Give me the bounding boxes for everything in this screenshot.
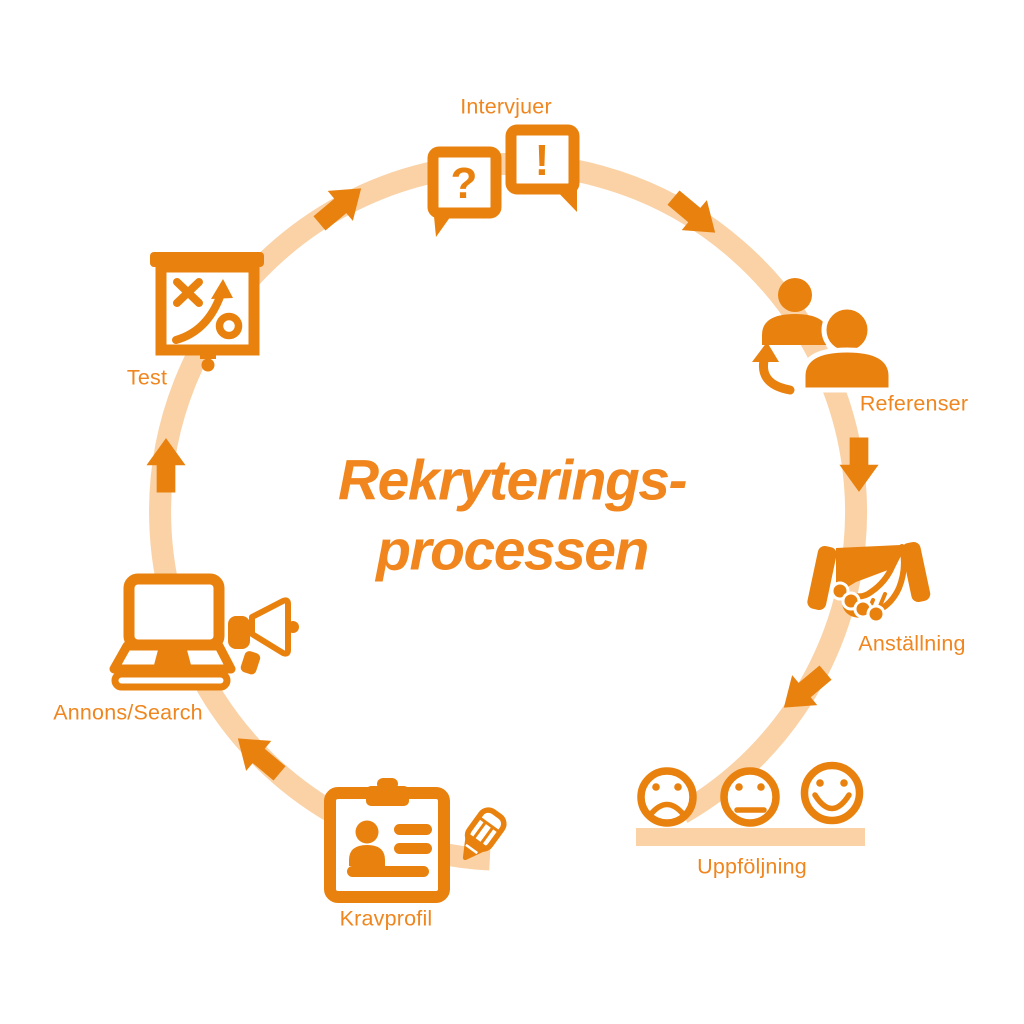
happy-smiley-icon (800, 761, 864, 825)
laptop-megaphone-icon (109, 573, 299, 691)
neutral-smiley-icon (720, 767, 780, 827)
exclamation-mark-glyph: ! (535, 136, 550, 185)
megaphone-icon (228, 597, 299, 675)
smiley-rating-icon (637, 761, 864, 827)
label-test: Test (126, 365, 168, 390)
sad-smiley-icon (637, 767, 697, 827)
label-kravprofil: Kravprofil (339, 906, 433, 931)
arrow-annons-to-test (146, 438, 186, 493)
label-referenser: Referenser (859, 391, 969, 416)
label-anstallning: Anställning (858, 631, 966, 656)
question-mark-glyph: ? (451, 159, 478, 208)
arrow-kravprofil-to-annons (237, 738, 286, 781)
arrow-intervjuer-to-referenser (667, 190, 716, 233)
diagram-title-line2: processen (376, 518, 649, 582)
two-people-refresh-icon (752, 278, 894, 395)
label-annons-search: Annons/Search (53, 700, 203, 725)
question-exclamation-bubbles-icon: ? ! (427, 124, 580, 237)
diagram-title-line1: Rekryterings- (338, 448, 687, 513)
clipboard-profile-pencil-icon (324, 778, 507, 903)
label-uppfoljning: Uppföljning (697, 854, 807, 879)
strategy-whiteboard-icon (150, 252, 264, 372)
smiley-shelf (636, 828, 865, 846)
handshake-icon (807, 541, 931, 624)
label-intervjuer: Intervjuer (460, 94, 552, 119)
arrow-anstallning-to-uppfoljning (783, 665, 832, 708)
diagram-title: Rekryterings- processen (338, 446, 687, 585)
pencil-icon (462, 807, 507, 860)
arrow-test-to-intervjuer (313, 188, 362, 231)
